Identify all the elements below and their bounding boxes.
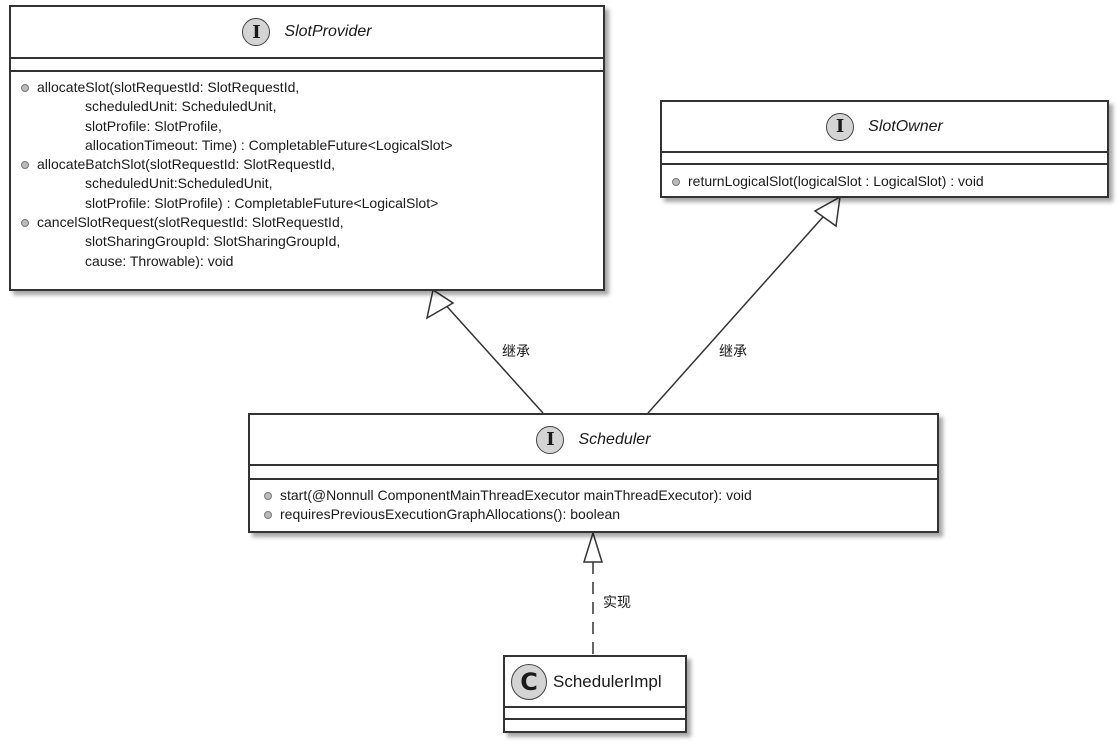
method-param: slotProfile: SlotProfile) : CompletableF… [85,194,439,211]
method-signature: returnLogicalSlot(logicalSlot : LogicalS… [688,173,984,189]
class-name: SlotProvider [284,23,372,40]
public-method-icon [21,161,29,170]
public-method-icon [21,84,29,92]
method-param: scheduledUnit:ScheduledUnit, [85,175,273,192]
method: start(@Nonnull ComponentMainThreadExecut… [264,486,929,505]
public-method-icon [264,492,272,500]
method-signature: requiresPreviousExecutionGraphAllocation… [280,506,621,523]
method-param: slotProfile: SlotProfile, [85,117,222,134]
fields-compartment [11,59,603,72]
inheritance-line-slot-owner [647,207,832,414]
relation-label-inheritance: 继承 [719,344,747,360]
method-param: cause: Throwable): void [85,252,234,269]
methods-compartment: returnLogicalSlot(logicalSlot : LogicalS… [662,165,1107,195]
public-method-icon [672,178,680,186]
hollow-arrowhead-scheduler [582,530,604,563]
relation-label-realization: 实现 [603,595,631,611]
public-method-icon [264,511,272,520]
class-scheduler-impl[interactable]: C SchedulerImpl [503,655,687,733]
method-signature: allocateBatchSlot(slotRequestId: SlotReq… [37,156,336,173]
fields-compartment [662,153,1107,165]
class-name: Scheduler [578,430,651,448]
class-header: C SchedulerImpl [505,657,685,708]
hollow-arrowhead-slot-provider [425,288,455,320]
method: cancelSlotRequest(slotRequestId: SlotReq… [21,213,595,271]
method: returnLogicalSlot(logicalSlot : LogicalS… [672,172,1099,191]
method-param: allocationTimeout: Time) : CompletableFu… [85,136,453,153]
method-signature: start(@Nonnull ComponentMainThreadExecut… [280,487,752,503]
methods-compartment [505,720,685,731]
methods-compartment: start(@Nonnull ComponentMainThreadExecut… [250,480,937,529]
method-signature: cancelSlotRequest(slotRequestId: SlotReq… [37,214,344,231]
class-slot-owner[interactable]: I SlotOwner returnLogicalSlot(logicalSlo… [660,100,1109,198]
class-header: I SlotProvider [11,7,603,59]
fields-compartment [250,466,937,480]
method: allocateSlot(slotRequestId: SlotRequestI… [21,78,595,155]
class-icon: C [511,663,547,700]
method-param: slotSharingGroupId: SlotSharingGroupId, [85,233,341,250]
interface-icon: I [826,112,855,141]
hollow-arrowhead-slot-owner [813,195,841,228]
fields-compartment [505,708,685,720]
method-signature: allocateSlot(slotRequestId: SlotRequestI… [37,79,300,95]
public-method-icon [21,219,29,228]
interface-icon: I [536,425,565,454]
class-scheduler[interactable]: I Scheduler start(@Nonnull ComponentMain… [248,413,939,533]
inheritance-line-slot-provider [441,300,544,414]
class-name: SlotOwner [868,117,943,135]
interface-icon: I [242,18,271,46]
class-header: I Scheduler [250,415,937,466]
method: requiresPreviousExecutionGraphAllocation… [264,505,929,524]
class-slot-provider[interactable]: I SlotProvider allocateSlot(slotRequestI… [9,5,605,291]
class-name: SchedulerImpl [553,671,662,691]
method: allocateBatchSlot(slotRequestId: SlotReq… [21,155,595,213]
relation-label-inheritance: 继承 [502,344,530,360]
method-param: scheduledUnit: ScheduledUnit, [85,98,277,115]
class-header: I SlotOwner [662,102,1107,153]
methods-compartment: allocateSlot(slotRequestId: SlotRequestI… [11,72,603,275]
